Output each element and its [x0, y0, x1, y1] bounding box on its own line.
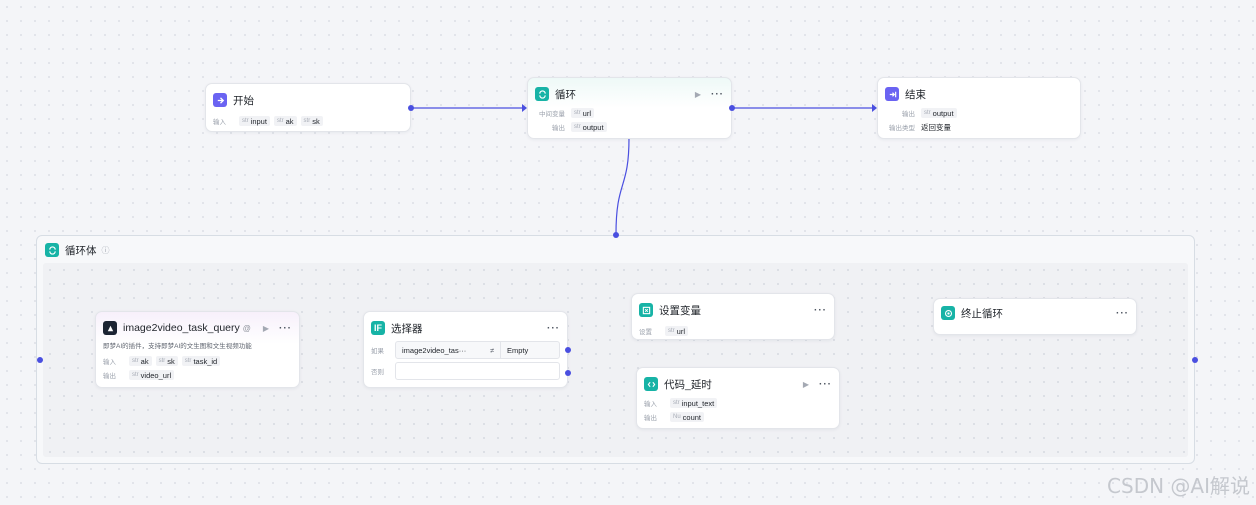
selector-else-port[interactable]	[565, 370, 571, 376]
start-input-label: 输入	[213, 119, 226, 126]
loop-var-label: 中间变量	[539, 111, 565, 118]
loop-output-port[interactable]	[729, 105, 735, 111]
variable-icon	[639, 303, 653, 317]
loop-body-entry-port[interactable]	[37, 357, 43, 363]
loop-output-label: 输出	[552, 125, 565, 132]
watermark: CSDN @AI解说	[1107, 474, 1250, 498]
more-icon[interactable]: ···	[819, 378, 832, 390]
play-icon[interactable]: ▶	[694, 89, 701, 99]
loop-body-input-port[interactable]	[613, 232, 619, 238]
selector-node-title: 选择器	[391, 322, 423, 335]
code-icon	[644, 377, 658, 391]
query-output-label: 输出	[103, 373, 116, 380]
query-description: 即梦AI的插件，支持即梦AI的文生图和文生视频功能	[103, 343, 252, 350]
condition-operator: ≠	[489, 345, 495, 355]
code-delay-title: 代码_延时	[664, 378, 712, 391]
if-icon: IF	[371, 321, 385, 335]
start-node-title: 开始	[233, 94, 254, 107]
code-input-label: 输入	[644, 401, 657, 408]
condition-right-operand: Empty	[500, 342, 559, 358]
edge-loop-body	[615, 137, 630, 235]
query-node-title: image2video_task_query	[123, 322, 240, 334]
end-node-title: 结束	[905, 88, 926, 101]
end-output-type-label: 输出类型	[889, 125, 915, 132]
loop-body-title: 循环体	[65, 244, 97, 257]
more-icon[interactable]: ···	[1116, 307, 1129, 319]
break-loop-node[interactable]: 终止循环 ···	[933, 298, 1137, 335]
more-icon[interactable]: ···	[711, 88, 724, 100]
plugin-icon	[103, 321, 117, 335]
else-label: 否则	[371, 369, 384, 376]
play-icon[interactable]: ▶	[802, 379, 809, 389]
query-title-badge: @	[242, 323, 251, 333]
loop-body-exit-port[interactable]	[1192, 357, 1198, 363]
else-branch[interactable]	[395, 362, 560, 380]
code-output-label: 输出	[644, 415, 657, 422]
query-input-label: 输入	[103, 359, 116, 366]
condition-left-operand: image2video_tas···	[402, 345, 467, 355]
play-icon[interactable]: ▶	[262, 323, 269, 333]
info-icon[interactable]: ⓘ	[101, 245, 110, 255]
more-icon[interactable]: ···	[547, 322, 560, 334]
entry-icon	[213, 93, 227, 107]
if-condition[interactable]: image2video_tas··· ≠ Empty	[395, 341, 560, 359]
exit-icon	[885, 87, 899, 101]
if-label: 如果	[371, 348, 384, 355]
loop-node-title: 循环	[555, 88, 576, 101]
stop-loop-icon	[941, 306, 955, 320]
loop-icon	[45, 243, 59, 257]
more-icon[interactable]: ···	[279, 322, 292, 334]
start-output-port[interactable]	[408, 105, 414, 111]
more-icon[interactable]: ···	[814, 304, 827, 316]
set-variable-title: 设置变量	[659, 304, 701, 317]
loop-icon	[535, 87, 549, 101]
end-output-type-value: 返回变量	[921, 122, 951, 132]
end-output-label: 输出	[902, 111, 915, 118]
set-label: 设置	[639, 329, 652, 336]
selector-node[interactable]: IF 选择器 ··· 如果 image2video_tas··· ≠ Empty…	[363, 311, 568, 388]
selector-if-port[interactable]	[565, 347, 571, 353]
image2video-query-node[interactable]: image2video_task_query @ ▶ ··· 即梦AI的插件，支…	[95, 311, 300, 388]
break-loop-title: 终止循环	[961, 307, 1003, 320]
